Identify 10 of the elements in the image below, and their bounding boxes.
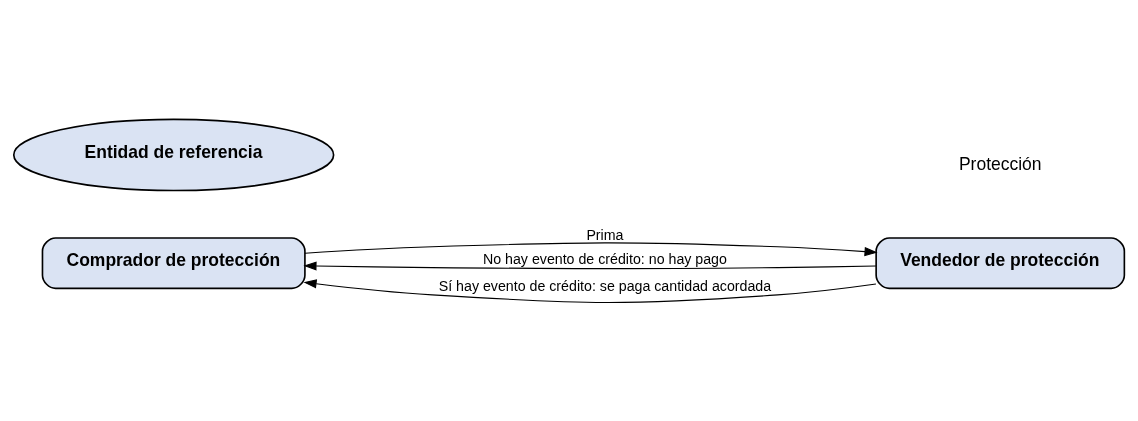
edge-label: No hay evento de crédito: no hay pago [482, 250, 727, 267]
arrow [303, 260, 877, 271]
arrow [303, 278, 877, 303]
node-box: Comprador de protección [41, 236, 306, 289]
label: Protección [958, 153, 1042, 174]
edge-label: Prima [586, 226, 624, 243]
edge-label: Sí hay evento de crédito: se paga cantidad acordada [438, 277, 772, 294]
arrow [304, 241, 878, 256]
node-box: Vendedor de protección [875, 236, 1126, 289]
node-ellipse: Entidad de referencia [12, 118, 335, 191]
